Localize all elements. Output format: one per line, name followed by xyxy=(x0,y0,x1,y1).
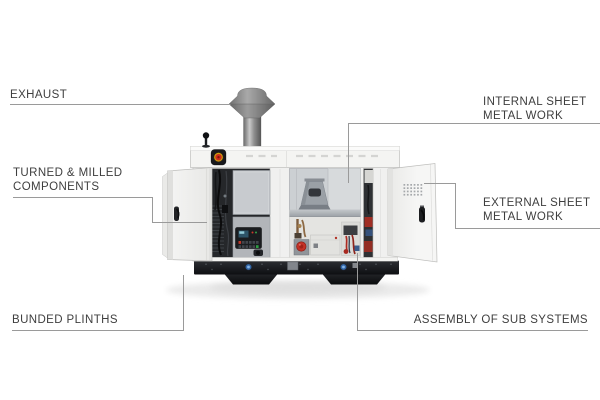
callout-line-internal-sheet xyxy=(348,123,600,183)
plinth-feet xyxy=(224,273,386,285)
sub-systems-compartment xyxy=(289,217,361,258)
left-door-handle xyxy=(174,206,180,221)
right-door-vents xyxy=(403,184,423,196)
valve-box xyxy=(293,239,310,256)
plinth-foot-left xyxy=(224,273,278,285)
right-door xyxy=(387,163,438,263)
left-door xyxy=(162,167,213,262)
cables xyxy=(214,169,230,257)
callout-line-turned-milled xyxy=(13,197,207,223)
enclosure-body xyxy=(192,166,398,262)
drain-port-right xyxy=(340,263,347,271)
callout-line-assembly xyxy=(357,253,588,331)
emergency-stop-button xyxy=(210,149,227,166)
roof-panel xyxy=(190,132,400,168)
radiator-panel xyxy=(232,170,271,215)
exhaust-cap xyxy=(228,87,276,119)
label-internal-sheet-metal-work: INTERNAL SHEET METAL WORK xyxy=(483,96,587,122)
right-compartment xyxy=(363,168,374,258)
label-external-sheet-metal-work: EXTERNAL SHEET METAL WORK xyxy=(483,197,591,223)
wiring-unit xyxy=(341,221,361,256)
right-door-handle xyxy=(419,205,425,223)
label-exhaust: EXHAUST xyxy=(10,89,68,101)
middle-compartment xyxy=(289,168,361,258)
bunded-plinth-base xyxy=(194,260,399,275)
control-panel-display xyxy=(238,230,249,238)
plinth-foot-right xyxy=(322,273,386,285)
callout-line-bunded-plinths xyxy=(12,275,184,331)
control-panel xyxy=(235,227,262,249)
label-bunded-plinths: BUNDED PLINTHS xyxy=(12,314,118,326)
drain-port-left xyxy=(245,263,252,271)
ground-shadow xyxy=(166,281,430,299)
callout-line-external-sheet xyxy=(424,183,600,229)
vent-hood xyxy=(298,178,331,210)
label-assembly-of-sub-systems: ASSEMBLY OF SUB SYSTEMS xyxy=(413,314,588,326)
antenna xyxy=(202,132,210,148)
left-compartment xyxy=(210,168,271,258)
shelf xyxy=(289,209,361,217)
label-turned-milled-components: TURNED & MILLED COMPONENTS xyxy=(13,167,123,193)
callout-lines xyxy=(10,104,600,331)
